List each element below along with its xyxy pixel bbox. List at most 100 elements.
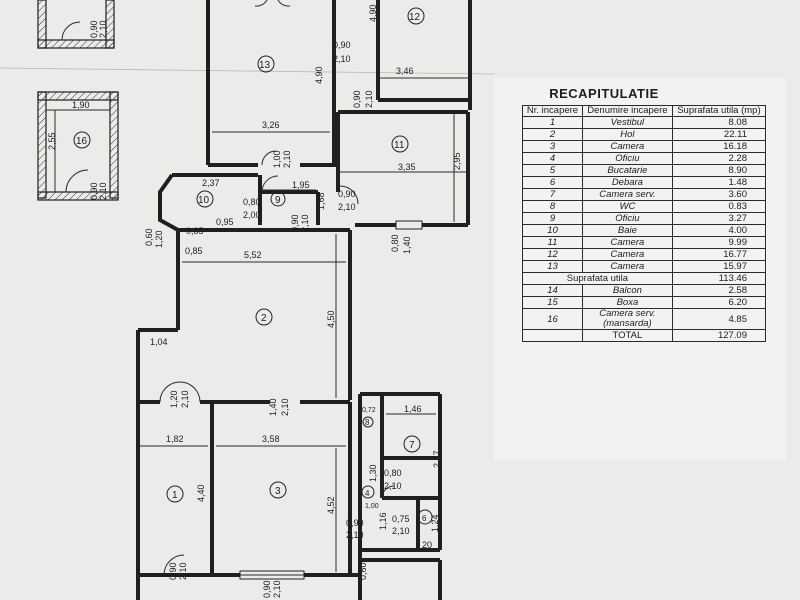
cell-name: Baie — [581, 224, 673, 237]
dim-label: 0,60 — [358, 562, 368, 580]
cell-name: Oficiu — [581, 152, 673, 165]
cell-nr: 13 — [522, 260, 583, 273]
dim-label: 2,10 — [272, 580, 282, 598]
cell-nr: 12 — [522, 248, 583, 261]
dim-label: 1,24 — [430, 514, 440, 532]
window — [239, 570, 305, 580]
room-number: 7 — [409, 440, 415, 451]
cell-area: 2.58 — [671, 284, 767, 297]
dim-label: 2,10 — [346, 530, 364, 540]
dim-label: 2,95 — [452, 152, 462, 170]
room-16: 1,90 2,55 16 0,90 2,10 — [37, 91, 119, 201]
header-name: Denumire incapere — [581, 105, 673, 117]
dim-label: 2,10 — [98, 182, 108, 200]
room-numbers: 13 12 11 10 9 2 1 3 7 8 4 6 — [166, 7, 433, 525]
dim-label: 3,26 — [262, 120, 280, 130]
dim-label: 4,90 — [314, 66, 324, 84]
room-number: 2 — [261, 313, 267, 324]
cell-area: 1.48 — [671, 176, 767, 189]
dim-label: 0,90 — [262, 580, 272, 598]
cell-name-line2: (mansarda) — [603, 318, 652, 329]
dim-label: 0,90 — [333, 40, 351, 50]
dim-label: 1,04 — [150, 337, 168, 347]
dim-label: 0,90 — [89, 20, 99, 38]
dim-label: 0,80 — [390, 234, 400, 252]
dim-label: 0,90 — [338, 189, 356, 199]
cell-area: 16.18 — [671, 140, 767, 153]
dim-label: 2,10 — [280, 398, 290, 416]
dim-label: 0,90 — [352, 90, 362, 108]
window — [395, 220, 423, 230]
room-number: 3 — [275, 486, 281, 497]
dim-label: 1,40 — [268, 398, 278, 416]
dim-label: 0,90 — [168, 562, 178, 580]
dim-label: 1,30 — [368, 464, 378, 482]
dim-label: 2,00 — [243, 210, 261, 220]
cell-nr: 16 — [522, 308, 583, 330]
dim-label: 1,20 — [169, 390, 179, 408]
dim-label: 5,52 — [244, 250, 262, 260]
dim-label: 0,85 — [185, 246, 203, 256]
cell-nr: 3 — [522, 140, 583, 153]
total-value: 127.09 — [671, 329, 767, 342]
dim-label: 1,46 — [404, 404, 422, 414]
total-empty — [522, 329, 583, 342]
cell-nr: 8 — [522, 200, 583, 213]
cell-name: Debara — [581, 176, 673, 189]
header-area: Suprafata utila (mp) — [671, 105, 767, 117]
cell-nr: 4 — [522, 152, 583, 165]
dim-label: 0,90 — [346, 518, 364, 528]
dim-label: 0,60 — [144, 228, 154, 246]
main-walls — [136, 0, 472, 600]
cell-nr: 5 — [522, 164, 583, 177]
dim-label: 2,10 — [384, 481, 402, 491]
cell-name: Oficiu — [581, 212, 673, 225]
total-label: TOTAL — [581, 329, 673, 342]
cell-name: Balcon — [581, 284, 673, 297]
cell-area: 2.28 — [671, 152, 767, 165]
cell-area: 8.90 — [671, 164, 767, 177]
dim-label: 3,35 — [398, 162, 416, 172]
dim-label: 4,52 — [326, 496, 336, 514]
cell-area: 0.83 — [671, 200, 767, 213]
cell-area: 16.77 — [671, 248, 767, 261]
cell-area: 6.20 — [671, 296, 767, 309]
room-number: 10 — [198, 195, 210, 206]
cell-name: Boxa — [581, 296, 673, 309]
dim-label: 2,10 — [392, 526, 410, 536]
recap-table: Nr. incapere Denumire incapere Suprafata… — [522, 105, 767, 342]
dim-label: 0,90 — [89, 182, 99, 200]
cell-nr: 2 — [522, 128, 583, 141]
dim-label: 3,58 — [262, 434, 280, 444]
cell-name: Camera serv. — [581, 188, 673, 201]
recap-panel: RECAPITULATIE Nr. incapere Denumire inca… — [494, 78, 786, 460]
dim-label: 4,50 — [326, 310, 336, 328]
subtotal-label: Suprafata utila — [522, 272, 673, 285]
recap-title: RECAPITULATIE — [549, 86, 659, 101]
dim-label: 2,10 — [333, 54, 351, 64]
dim-label: 1,95 — [292, 180, 310, 190]
dim-label: 3,46 — [396, 66, 414, 76]
dim-label: 0,75 — [392, 514, 410, 524]
dim-label: 1,68 — [316, 192, 326, 210]
cell-nr: 11 — [522, 236, 583, 249]
cell-area: 22.11 — [671, 128, 767, 141]
dim-label: 2,37 — [202, 178, 220, 188]
dim-label: 1,00 — [272, 150, 282, 168]
cell-name: Camera serv. (mansarda) — [581, 308, 673, 330]
cell-name: Camera — [581, 248, 673, 261]
dim-label: 0,80 — [243, 197, 261, 207]
cell-nr: 10 — [522, 224, 583, 237]
cell-name: Camera — [581, 236, 673, 249]
room-number: 11 — [394, 140, 405, 151]
cell-area: 4.00 — [671, 224, 767, 237]
dim-label: 1,20 — [154, 230, 164, 248]
cell-nr: 14 — [522, 284, 583, 297]
